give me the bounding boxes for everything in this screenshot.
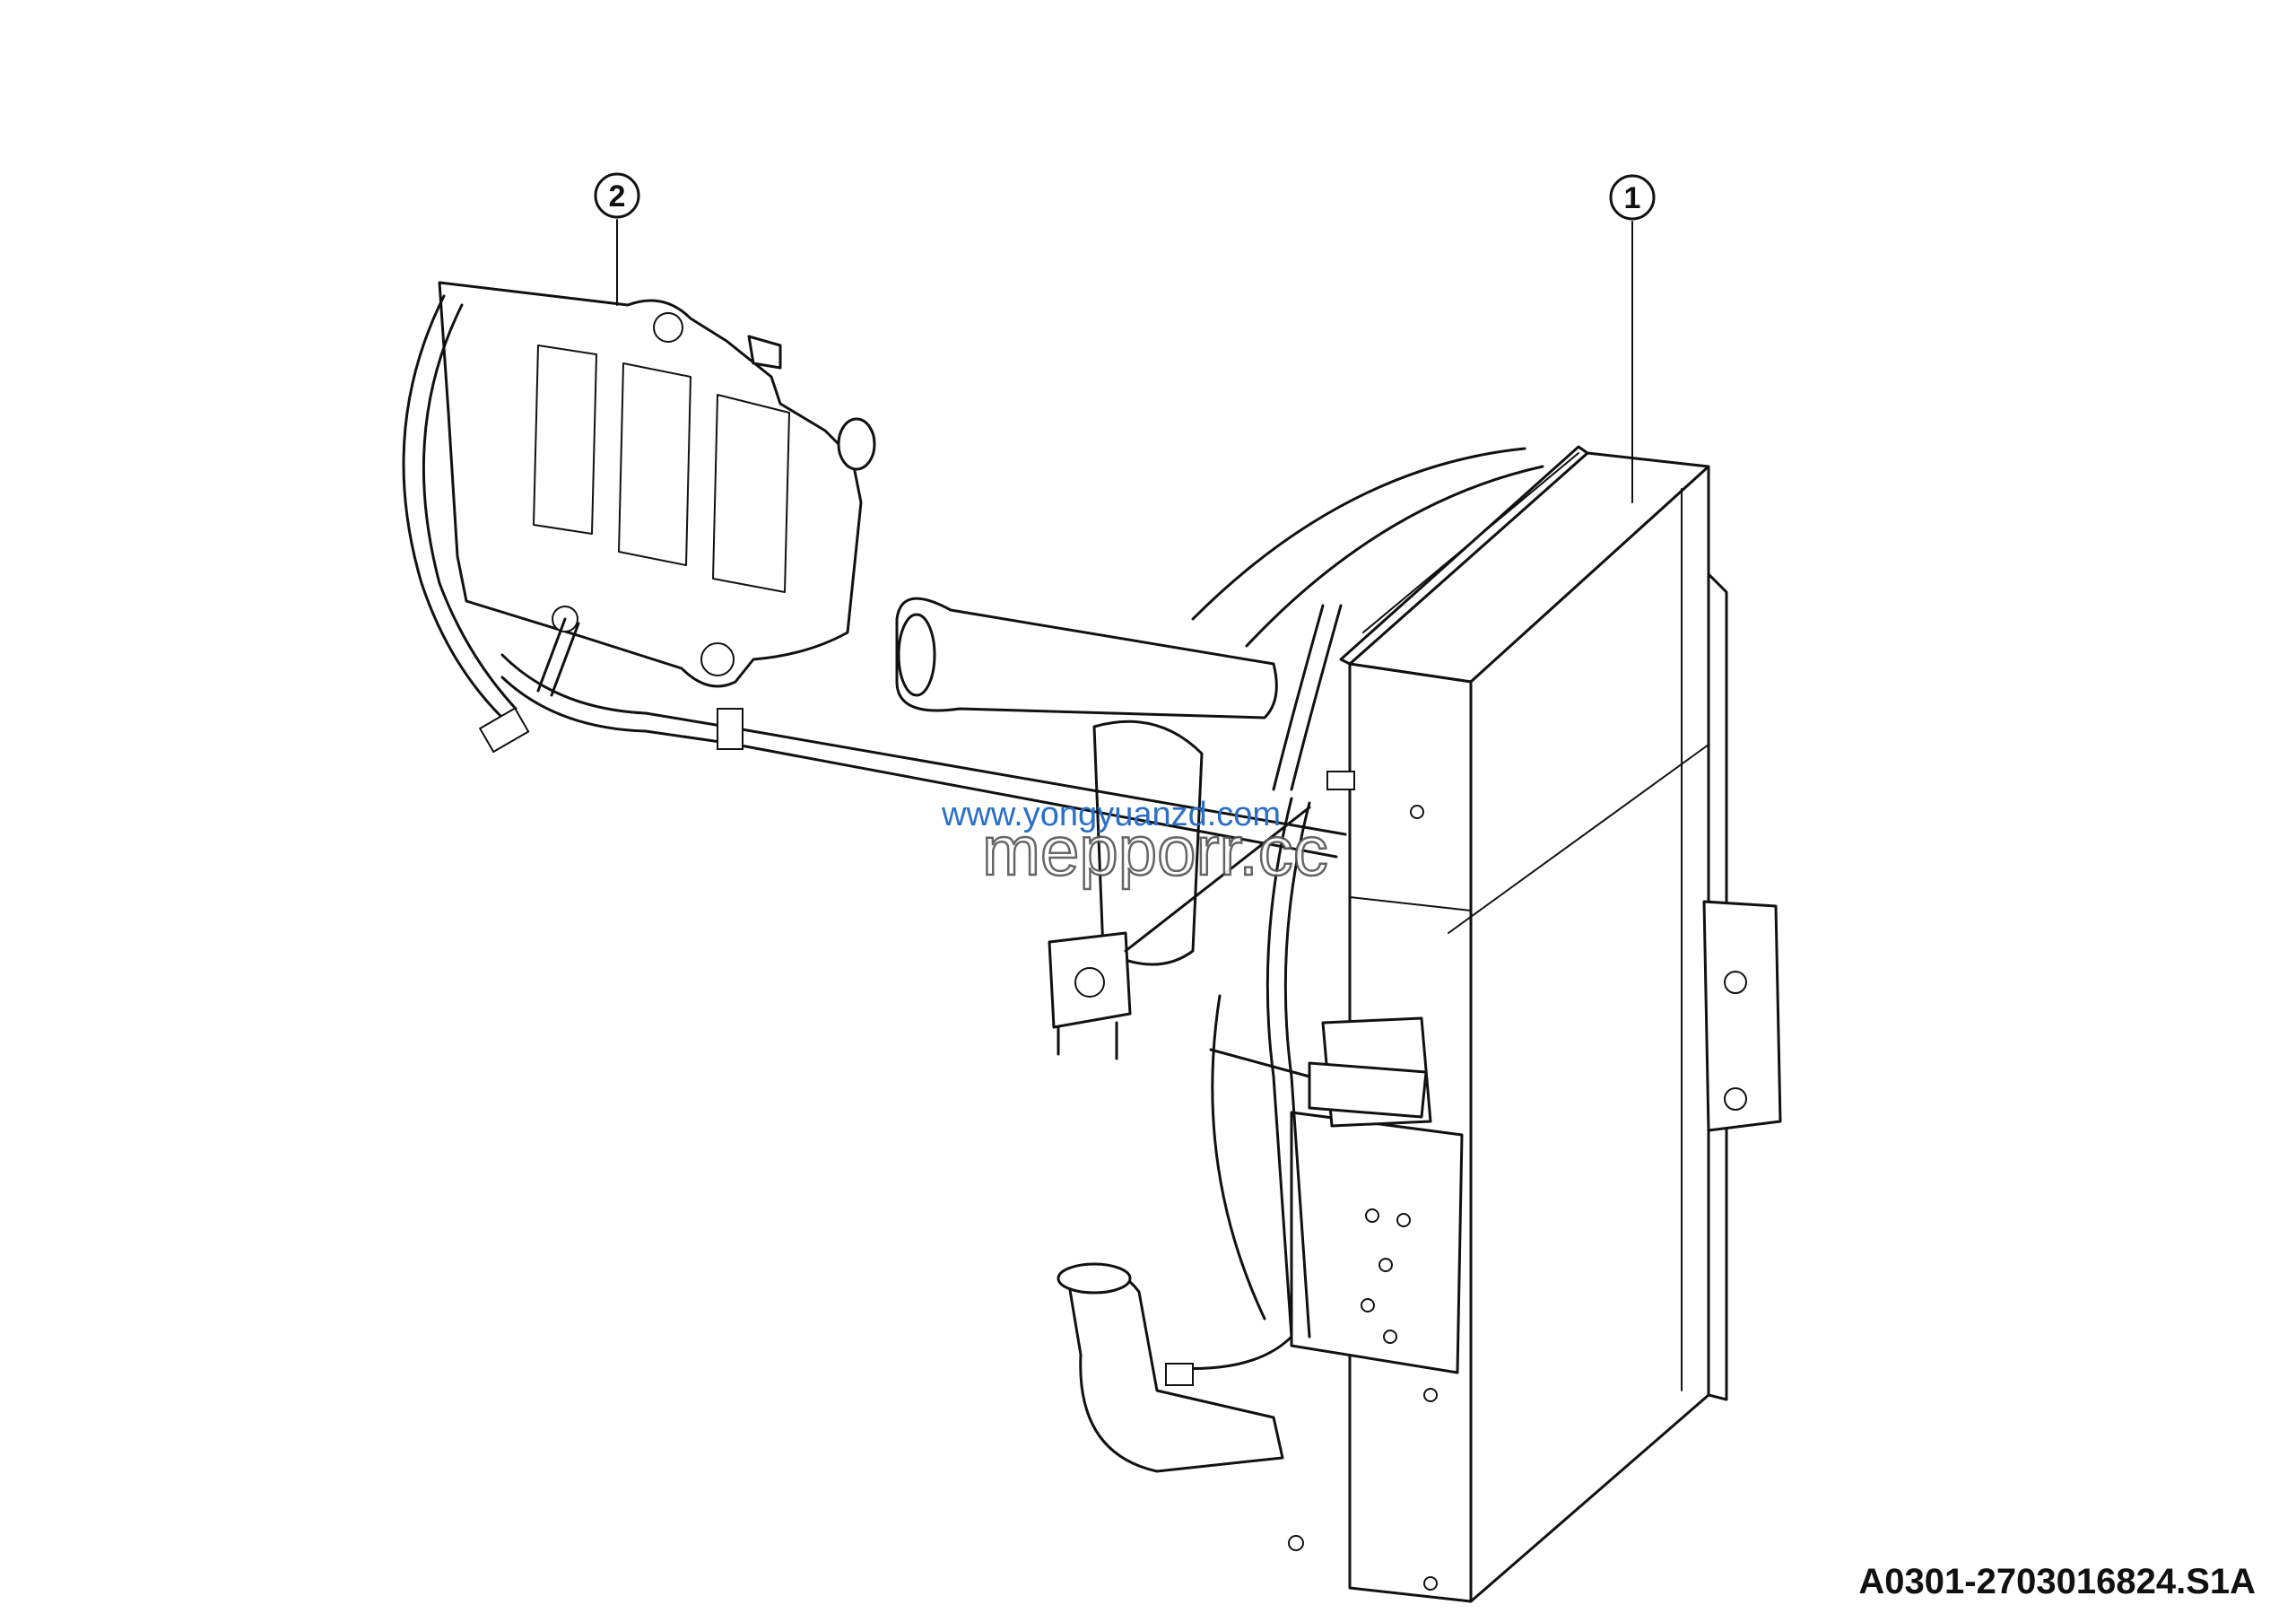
- expansion-tank: [402, 281, 876, 754]
- watermark: www.yongyuanzd.com mepporr.cc: [941, 796, 1329, 891]
- figure-code: A0301-2703016824.S1A: [1858, 1562, 2256, 1601]
- svg-text:mepporr.cc: mepporr.cc: [982, 811, 1328, 890]
- mount-bracket: [1048, 806, 1311, 1060]
- charge-air-pipe: [895, 447, 1544, 1473]
- radiator-assembly: [1288, 445, 1782, 1603]
- svg-text:1: 1: [1624, 181, 1641, 215]
- coolant-hoses: [500, 604, 1355, 1386]
- svg-text:www.yongyuanzd.com: www.yongyuanzd.com: [941, 796, 1281, 833]
- callout-1: 1: [1609, 174, 1656, 503]
- callout-2: 2: [594, 172, 640, 306]
- svg-text:2: 2: [609, 179, 626, 214]
